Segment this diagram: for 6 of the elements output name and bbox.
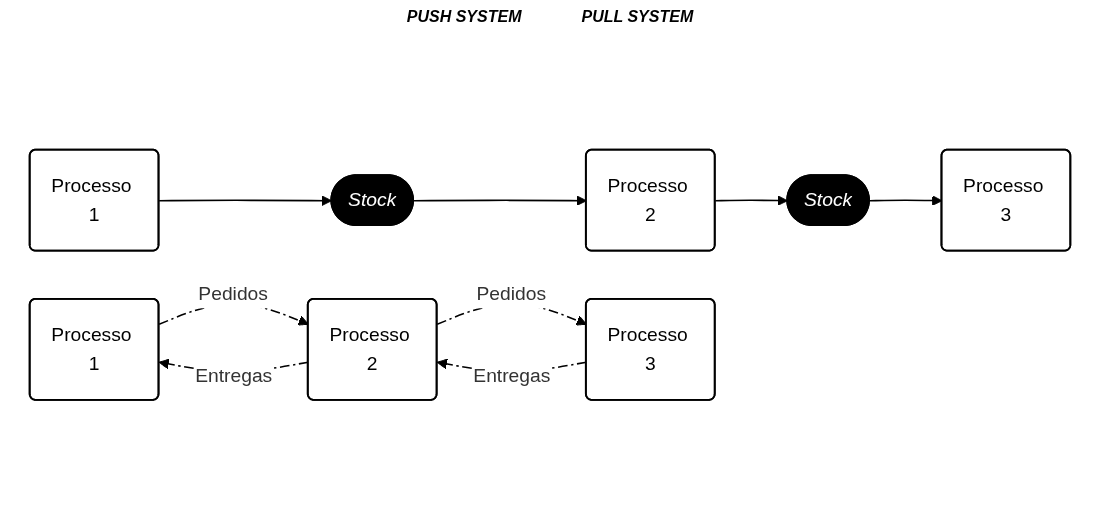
section-heading: PUSH SYSTEM	[406, 8, 522, 26]
edge-label: Entregas	[473, 365, 551, 386]
edge-label: Pedidos	[476, 283, 547, 304]
section-heading: PULL SYSTEM	[581, 8, 694, 26]
edge-label: Pedidos	[198, 283, 268, 304]
edge-label: Entregas	[195, 365, 273, 386]
